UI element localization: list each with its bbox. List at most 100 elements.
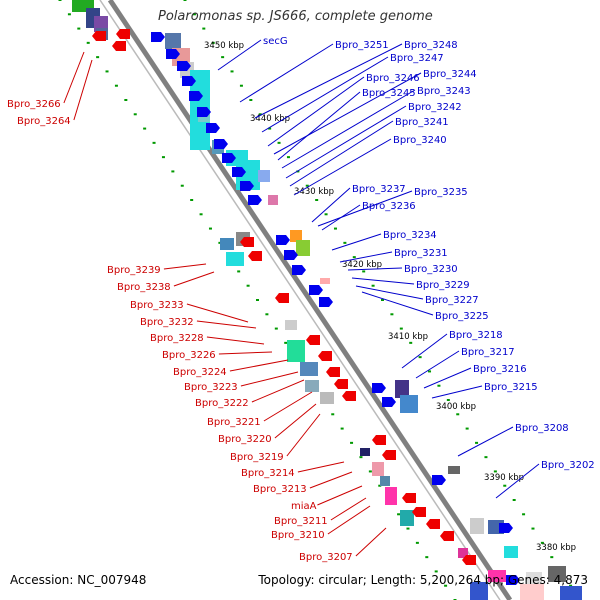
accession-text: Accession: NC_007948 <box>10 573 147 587</box>
forward-gene-arrow <box>197 107 211 117</box>
forward-gene-label: Bpro_3225 <box>435 311 489 322</box>
forward-leader-line <box>355 285 424 300</box>
guide-dot <box>152 141 156 144</box>
forward-gene-label: Bpro_3202 <box>541 460 595 471</box>
reverse-gene-label: Bpro_3210 <box>271 530 325 541</box>
forward-gene-label: Bpro_3227 <box>425 295 479 306</box>
forward-gene-arrow <box>151 32 165 42</box>
forward-gene-label: Bpro_3231 <box>394 248 448 259</box>
guide-dot <box>277 141 281 144</box>
reverse-leader-line <box>186 303 249 323</box>
forward-leader-line <box>267 76 365 147</box>
forward-leader-line <box>285 105 407 179</box>
feature-block <box>320 392 334 404</box>
reverse-gene-label: Bpro_3224 <box>173 367 227 378</box>
forward-leader-line <box>431 385 483 399</box>
forward-gene-arrow <box>206 123 220 133</box>
forward-gene-label: Bpro_3236 <box>362 201 416 212</box>
guide-dot <box>503 484 507 487</box>
forward-leader-line <box>351 277 415 285</box>
guide-dot <box>484 456 488 459</box>
reverse-leader-line <box>218 351 273 355</box>
guide-dot <box>340 427 344 430</box>
reverse-gene-arrow <box>112 41 126 51</box>
guide-dot <box>425 556 429 559</box>
guide-dot <box>415 541 419 544</box>
reverse-gene-arrow <box>412 507 426 517</box>
reverse-gene-label: Bpro_3222 <box>195 398 249 409</box>
guide-dot <box>569 584 573 587</box>
reverse-gene-label: Bpro_3207 <box>299 552 353 563</box>
reverse-gene-label: Bpro_3219 <box>230 452 284 463</box>
forward-gene-label: Bpro_3230 <box>404 264 458 275</box>
reverse-leader-line <box>196 320 257 329</box>
forward-gene-arrow <box>222 153 236 163</box>
reverse-gene-arrow <box>402 493 416 503</box>
forward-leader-line <box>281 89 416 169</box>
reverse-gene-label: Bpro_3214 <box>241 468 295 479</box>
guide-dot <box>368 470 372 473</box>
kbp-tick-label: 3380 kbp <box>536 543 576 553</box>
kbp-tick-label: 3410 kbp <box>388 332 428 342</box>
forward-gene-arrow <box>372 383 386 393</box>
forward-gene-arrow <box>506 575 520 585</box>
forward-leader-line <box>317 190 413 227</box>
guide-dot <box>161 156 165 159</box>
forward-gene-arrow <box>189 91 203 101</box>
forward-gene-arrow <box>232 167 246 177</box>
forward-gene-arrow <box>432 475 446 485</box>
forward-gene-arrow <box>177 61 191 71</box>
forward-leader-line <box>217 39 262 71</box>
guide-dot <box>286 156 290 159</box>
forward-gene-arrow <box>240 181 254 191</box>
reverse-gene-label: Bpro_3226 <box>162 350 216 361</box>
guide-dot <box>192 13 196 16</box>
reverse-gene-label: Bpro_3228 <box>150 333 204 344</box>
reverse-leader-line <box>327 505 371 535</box>
guide-dot <box>324 213 328 216</box>
guide-dot <box>105 70 109 73</box>
feature-block <box>287 340 305 362</box>
reverse-gene-arrow <box>462 555 476 565</box>
reverse-leader-line <box>173 271 215 287</box>
reverse-leader-line <box>240 371 299 387</box>
guide-dot <box>143 127 147 130</box>
guide-dot <box>96 56 100 59</box>
feature-block <box>400 395 418 413</box>
guide-dot <box>406 527 410 530</box>
forward-gene-label: Bpro_3217 <box>461 347 515 358</box>
guide-dot <box>381 299 384 301</box>
reverse-gene-label: Bpro_3238 <box>117 282 171 293</box>
guide-dot <box>446 399 450 401</box>
forward-leader-line <box>415 350 460 379</box>
forward-gene-arrow <box>309 285 323 295</box>
feature-block <box>395 380 409 398</box>
guide-dot <box>171 170 175 173</box>
reverse-leader-line <box>355 527 387 557</box>
guide-dot <box>550 556 554 559</box>
guide-dot <box>409 341 413 344</box>
guide-dot <box>67 13 71 16</box>
feature-block <box>560 586 582 600</box>
forward-gene-arrow <box>166 49 180 59</box>
forward-leader-line <box>339 251 393 263</box>
feature-block <box>360 448 370 456</box>
feature-block <box>290 230 302 242</box>
kbp-tick-label: 3420 kbp <box>342 260 382 270</box>
reverse-gene-arrow <box>92 31 106 41</box>
reverse-gene-arrow <box>334 379 348 389</box>
reverse-gene-label: Bpro_3233 <box>130 300 184 311</box>
guide-dot <box>256 299 259 301</box>
feature-block <box>220 238 234 250</box>
forward-gene-label: Bpro_3243 <box>417 86 471 97</box>
reverse-gene-arrow <box>116 29 130 39</box>
reverse-gene-label: Bpro_3264 <box>17 116 71 127</box>
backbone-line <box>107 0 513 600</box>
forward-gene-label: Bpro_3240 <box>393 135 447 146</box>
forward-leader-line <box>261 56 389 133</box>
guide-dot <box>315 199 319 201</box>
forward-gene-label: Bpro_3235 <box>414 187 468 198</box>
guide-dot <box>218 241 222 244</box>
